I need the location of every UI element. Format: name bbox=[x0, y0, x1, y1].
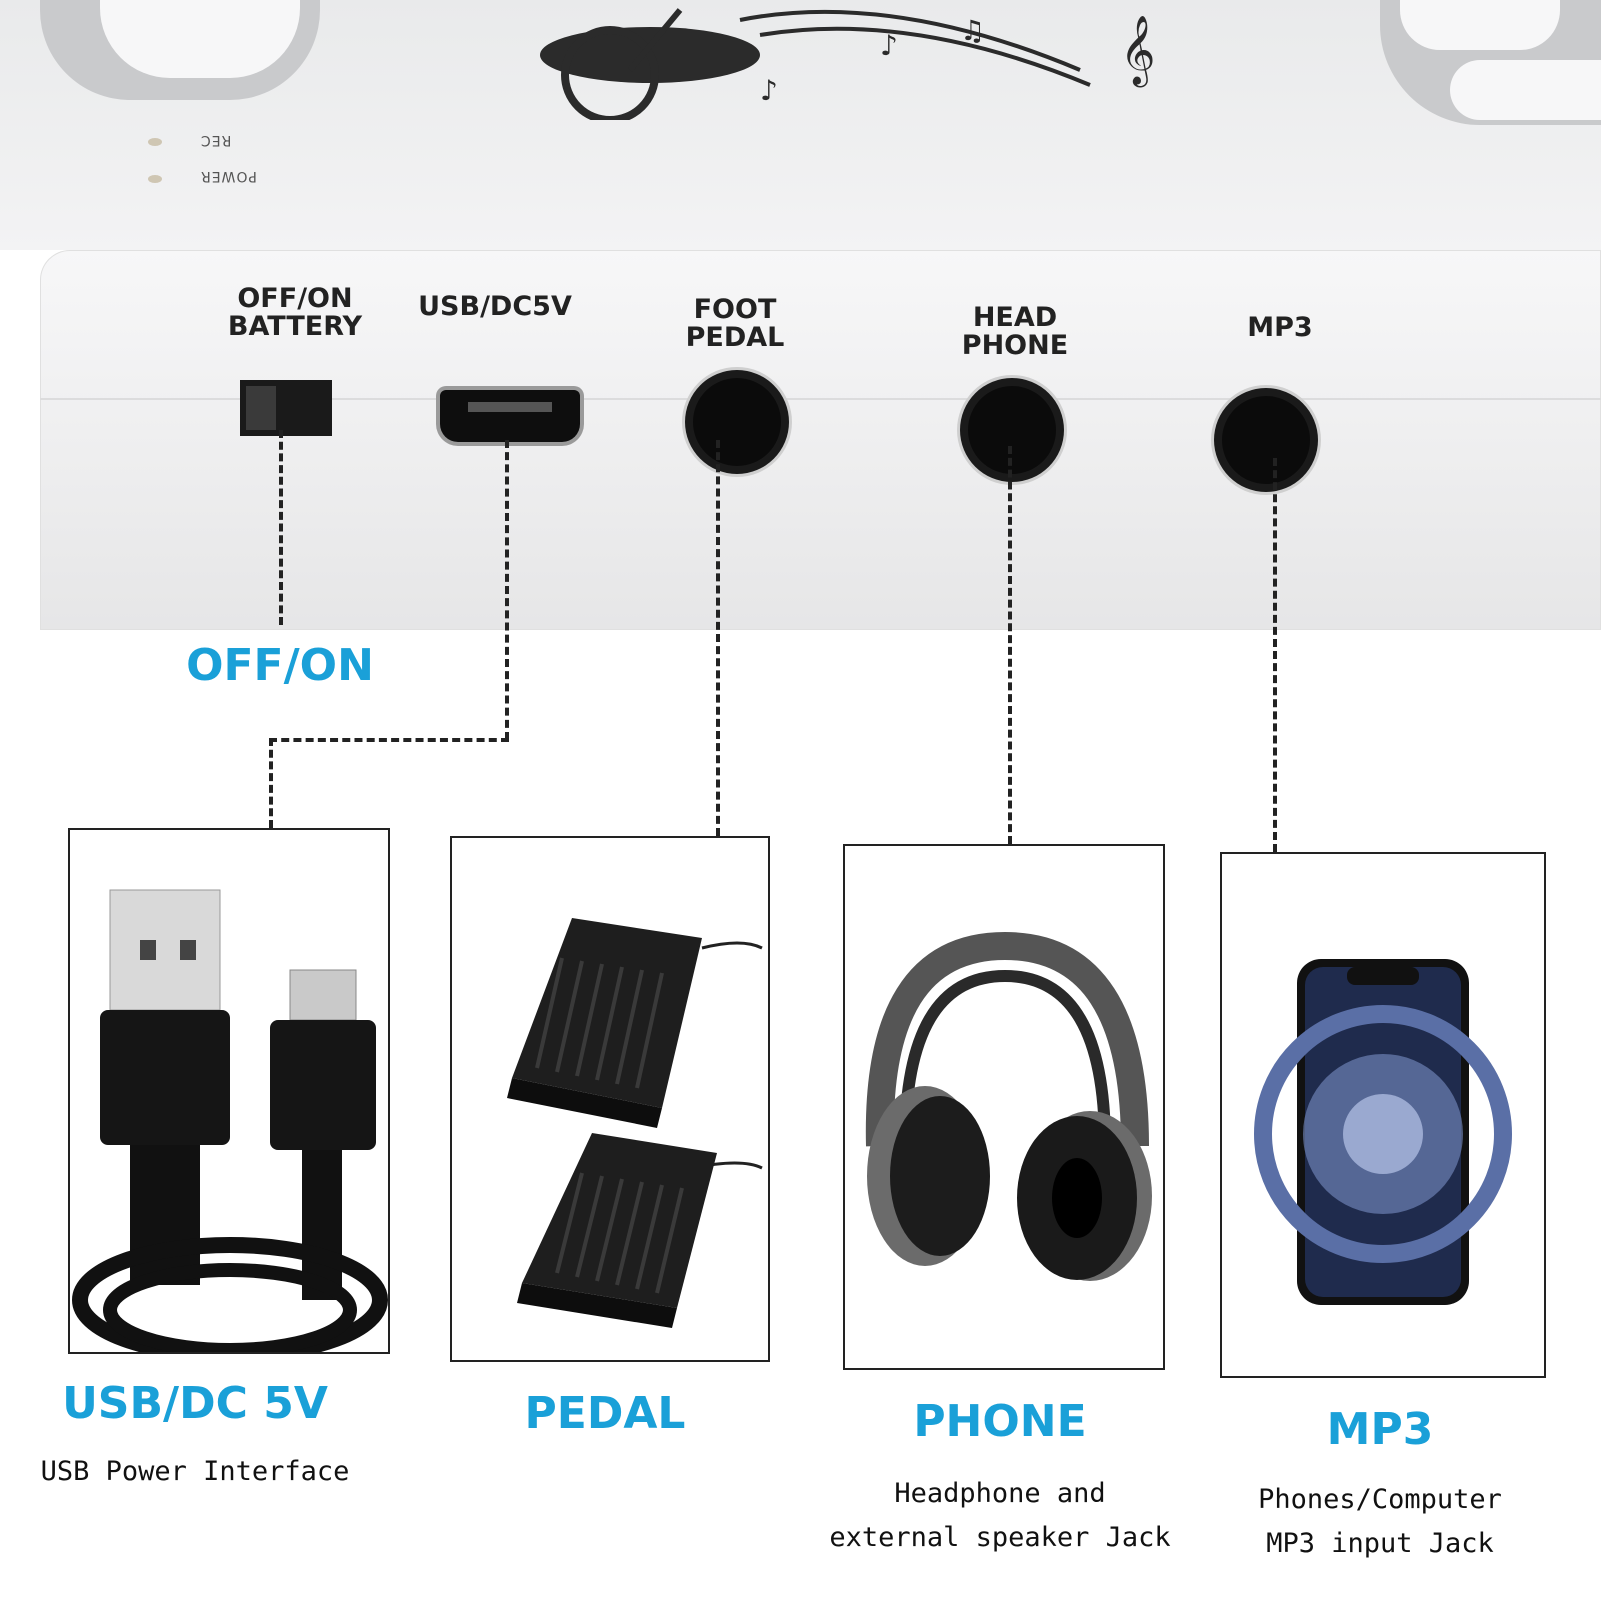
svg-text:♪: ♪ bbox=[880, 29, 898, 62]
rec-label: REC bbox=[200, 132, 232, 148]
usb-port[interactable] bbox=[440, 390, 580, 442]
callout-phone-desc-line1: Headphone and bbox=[894, 1478, 1106, 1509]
port-label-switch-line2: BATTERY bbox=[227, 311, 363, 342]
music-notes-logo: 𝄞 ♪ ♫ ♪ bbox=[540, 8, 1155, 120]
foot-pedal-jack[interactable] bbox=[693, 378, 781, 466]
device-key-right-bottom[interactable] bbox=[1450, 60, 1601, 120]
usb-cable-card bbox=[68, 828, 390, 1363]
svg-text:♫: ♫ bbox=[960, 14, 985, 47]
power-label: POWER bbox=[200, 168, 257, 184]
port-label-foot-pedal: FOOT PEDAL bbox=[660, 296, 810, 352]
panel-seam bbox=[40, 398, 1601, 400]
leader-line-phone bbox=[1008, 446, 1012, 844]
leader-line-pedal bbox=[716, 440, 720, 836]
callout-mp3-desc-line2: MP3 input Jack bbox=[1266, 1528, 1494, 1559]
port-label-switch-line1: OFF/ON bbox=[237, 283, 353, 314]
callout-mp3-desc-line1: Phones/Computer bbox=[1258, 1484, 1502, 1515]
port-label-usb: USB/DC5V bbox=[395, 293, 595, 321]
port-label-headphone-line1: HEAD bbox=[972, 302, 1058, 333]
callout-phone-title: PHONE bbox=[913, 1396, 1087, 1447]
svg-text:♪: ♪ bbox=[760, 74, 778, 107]
power-led bbox=[148, 175, 162, 183]
port-label-switch: OFF/ON BATTERY bbox=[200, 285, 390, 341]
device-side-panel bbox=[40, 250, 1601, 630]
callout-usb-title: USB/DC 5V bbox=[62, 1378, 328, 1429]
power-switch-knob[interactable] bbox=[246, 386, 276, 430]
usb-cable-image bbox=[72, 889, 388, 1363]
smartphone-card bbox=[1220, 852, 1546, 1378]
headphones-card bbox=[843, 844, 1165, 1370]
callout-pedal-title: PEDAL bbox=[524, 1388, 686, 1439]
port-label-foot-pedal-line1: FOOT bbox=[693, 294, 777, 325]
mp3-jack[interactable] bbox=[1222, 396, 1310, 484]
pedal-card bbox=[450, 836, 770, 1362]
leader-line-usb-vertical bbox=[505, 440, 509, 740]
device-key-left[interactable] bbox=[100, 0, 300, 78]
device-top-surface: 𝄞 ♪ ♫ ♪ REC POWER bbox=[0, 0, 1601, 250]
smartphone-image bbox=[1254, 959, 1512, 1305]
leader-line-usb-drop bbox=[269, 738, 273, 828]
leader-line-switch bbox=[279, 430, 283, 625]
callout-switch-title: OFF/ON bbox=[186, 640, 374, 691]
svg-text:𝄞: 𝄞 bbox=[1120, 15, 1155, 87]
power-switch[interactable] bbox=[240, 380, 332, 436]
port-label-usb-line1: USB/DC5V bbox=[418, 291, 572, 322]
device-key-right-top[interactable] bbox=[1400, 0, 1560, 50]
port-label-headphone-line2: PHONE bbox=[961, 330, 1069, 361]
port-label-mp3: MP3 bbox=[1220, 314, 1340, 342]
callout-mp3-desc: Phones/Computer MP3 input Jack bbox=[1180, 1478, 1580, 1566]
callout-mp3-title: MP3 bbox=[1326, 1404, 1434, 1455]
callout-phone-desc: Headphone and external speaker Jack bbox=[800, 1472, 1200, 1560]
leader-line-mp3 bbox=[1273, 458, 1277, 852]
headphone-jack[interactable] bbox=[968, 386, 1056, 474]
leader-line-usb-horizontal bbox=[269, 738, 509, 742]
headphones-image bbox=[865, 931, 1152, 1281]
port-label-mp3-line1: MP3 bbox=[1247, 312, 1313, 343]
foot-pedal-image bbox=[507, 918, 763, 1328]
usb-port-pins bbox=[468, 402, 552, 412]
port-label-foot-pedal-line2: PEDAL bbox=[685, 322, 785, 353]
callout-phone-desc-line2: external speaker Jack bbox=[829, 1522, 1171, 1553]
rec-led bbox=[148, 138, 162, 146]
port-label-headphone: HEAD PHONE bbox=[935, 304, 1095, 360]
callout-usb-description: USB Power Interface bbox=[40, 1456, 350, 1487]
